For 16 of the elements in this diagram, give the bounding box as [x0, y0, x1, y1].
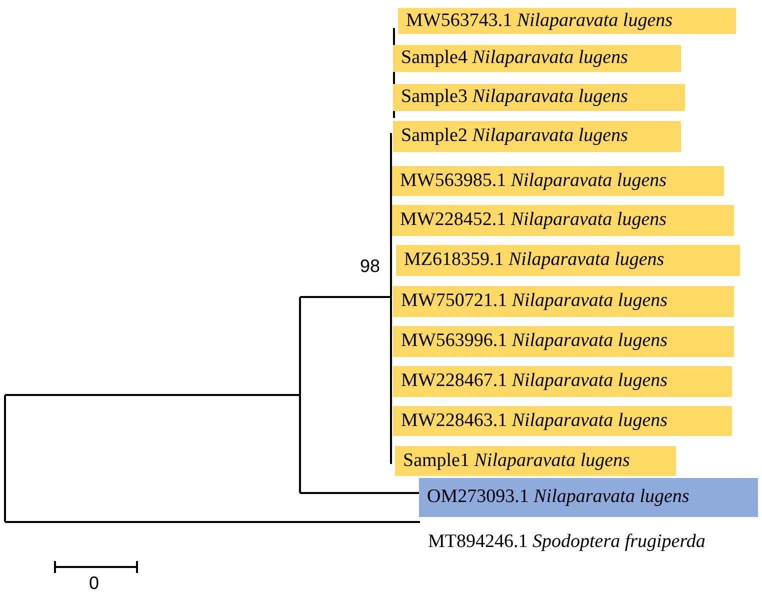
taxon-label: MW228467.1 Nilaparavata lugens [393, 366, 732, 397]
taxon-label: Sample2 Nilaparavata lugens [393, 121, 681, 152]
taxon-label: MW228463.1 Nilaparavata lugens [393, 406, 732, 436]
bootstrap-value: 98 [360, 255, 380, 278]
taxon-label: MZ618359.1 Nilaparavata lugens [396, 245, 740, 276]
taxon-label: Sample1 Nilaparavata lugens [395, 446, 676, 476]
taxon-label: MW750721.1 Nilaparavata lugens [393, 286, 734, 317]
taxon-label: MT894246.1 Spodoptera frugiperda [420, 527, 750, 557]
taxon-label: MW228452.1 Nilaparavata lugens [392, 205, 734, 236]
taxon-label: Sample4 Nilaparavata lugens [393, 45, 681, 72]
taxon-label: MW563743.1 Nilaparavata lugens [398, 8, 736, 34]
taxon-label: Sample3 Nilaparavata lugens [393, 84, 685, 111]
scale-label: 0 [89, 573, 100, 593]
taxon-label: MW563985.1 Nilaparavata lugens [392, 166, 724, 196]
taxon-label: MW563996.1 Nilaparavata lugens [393, 326, 734, 357]
taxon-label: OM273093.1 Nilaparavata lugens [419, 478, 758, 517]
